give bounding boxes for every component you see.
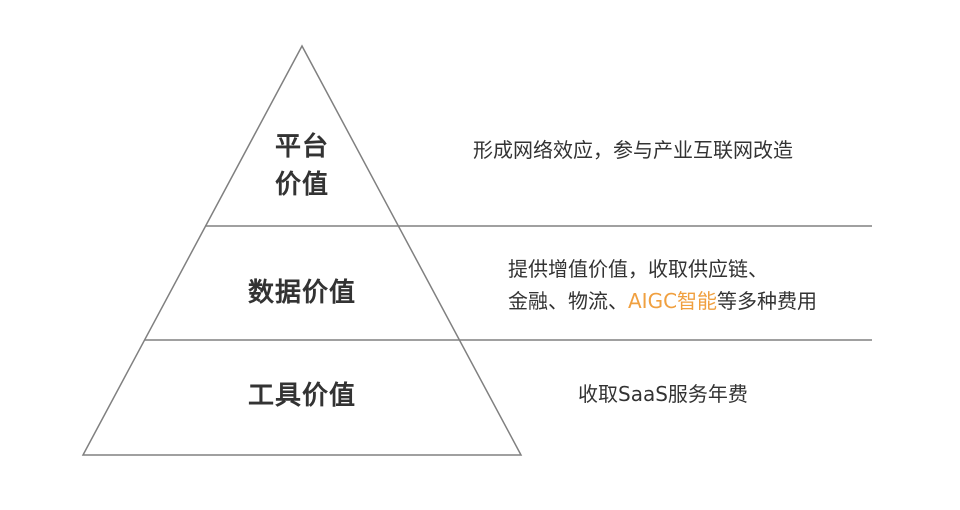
description-text: 金融、物流、: [508, 289, 628, 313]
tier-data-description-line1: 提供增值价值，收取供应链、: [508, 257, 768, 281]
tier-tool-description: 收取SaaS服务年费: [578, 382, 748, 406]
tier-tool-label: 工具价值: [247, 381, 356, 411]
description-text: 等多种费用: [717, 289, 818, 313]
tier-platform-label-line2: 价值: [274, 170, 329, 200]
pyramid-triangle: [81, 44, 523, 456]
tier-platform-label-line1: 平台: [274, 132, 329, 162]
tier-platform-description: 形成网络效应，参与产业互联网改造: [473, 138, 793, 162]
tier-data-description-line2: 金融、物流、AIGC智能等多种费用: [508, 285, 817, 317]
tier-data-description: 提供增值价值，收取供应链、 金融、物流、AIGC智能等多种费用: [508, 253, 817, 317]
tier-platform-label: 平台 价值: [252, 128, 352, 204]
tier-data-label: 数据价值: [247, 278, 356, 308]
aigc-highlight: AIGC智能: [628, 289, 718, 313]
